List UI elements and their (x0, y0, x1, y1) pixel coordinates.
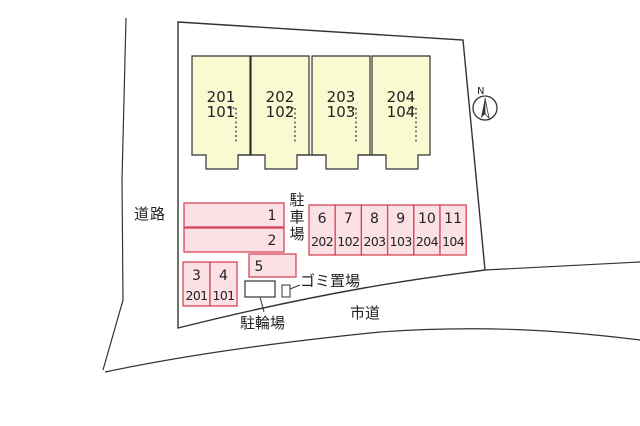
road-bottom-label: 市道 (350, 304, 380, 322)
parking-label-char: 場 (289, 225, 304, 243)
unit-lower-number: 103 (327, 103, 356, 121)
parking-number: 10 (418, 211, 436, 227)
parking-space-9 (386, 204, 415, 256)
parking-number: 3 (192, 268, 201, 284)
road-left-edge (102, 17, 127, 371)
parking-space-2 (183, 227, 285, 253)
parking-room-number: 201 (185, 288, 207, 303)
road-left-label: 道路 (134, 205, 165, 223)
parking-room-number: 101 (212, 288, 234, 303)
parking-number: 6 (318, 211, 327, 227)
parking-room-number: 203 (363, 234, 385, 249)
unit-upper-number: 204 (387, 88, 416, 106)
parking-number: 11 (444, 211, 462, 227)
unit-upper-number: 202 (266, 88, 295, 106)
unit-upper-number: 203 (327, 88, 356, 106)
compass: N (472, 86, 498, 121)
parking-space-1 (183, 202, 285, 228)
parking-space-4 (209, 261, 238, 307)
garbage-leader (289, 284, 301, 290)
parking-space-6 (308, 204, 336, 256)
parking-label-char: 駐 (289, 191, 304, 209)
parking-space-10 (413, 204, 441, 256)
parking-number: 8 (370, 211, 379, 227)
parking-number: 4 (219, 268, 228, 284)
parking-room-number: 102 (337, 234, 359, 249)
garbage-label: ゴミ置場 (300, 272, 360, 290)
unit-lower-number: 102 (266, 103, 295, 121)
garbage-box (281, 284, 291, 298)
parking-room-number: 202 (311, 234, 333, 249)
compass-north-label: N (477, 86, 484, 97)
road-bottom-curve (104, 328, 640, 373)
parking-number: 1 (268, 208, 277, 224)
parking-room-number: 104 (442, 234, 465, 249)
bike-parking-box (244, 280, 276, 298)
road-right-edge (484, 261, 640, 271)
parking-number: 7 (344, 211, 353, 227)
parking-number: 2 (268, 233, 277, 249)
parking-space-8 (360, 204, 389, 256)
unit-lower-number: 101 (207, 103, 236, 121)
parking-area: 1 2 駐車場 5 6 202 7 102 8 203 9 103 10 204 11 104 3 201 4 101 (182, 191, 467, 307)
parking-space-5 (248, 253, 297, 278)
parking-number: 5 (255, 259, 264, 275)
parking-space-11 (439, 204, 467, 256)
parking-label-char: 車 (289, 208, 304, 226)
parking-room-number: 204 (416, 234, 439, 249)
unit-lower-number: 104 (387, 103, 416, 121)
parking-number: 9 (396, 211, 405, 227)
unit-upper-number: 201 (207, 88, 236, 106)
parking-room-number: 103 (390, 234, 412, 249)
compass-arrow-icon (481, 98, 485, 118)
bike-leader (259, 296, 265, 313)
bike-parking-label: 駐輪場 (240, 314, 285, 332)
